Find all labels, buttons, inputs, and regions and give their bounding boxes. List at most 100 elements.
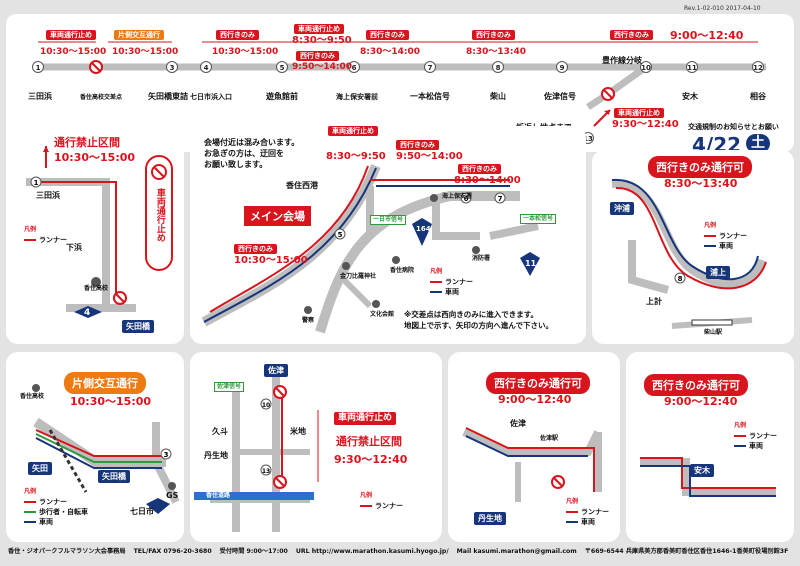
panel-c-title: 西行きのみ通行可 — [648, 156, 752, 178]
segment-time-4: 8:30～9:50 — [292, 35, 352, 46]
legend-title: 凡例 — [360, 492, 373, 499]
legend-runner: ランナー — [581, 507, 609, 516]
place-okinoura: 沖浦 — [610, 202, 634, 215]
panel-closure-west: 1 通行禁止区間 10:30～15:00 車両通行止め 三田浜 下浜 香住高校 … — [6, 126, 184, 344]
node-6: 6 — [352, 64, 357, 72]
panel-alternating: 3 片側交互通行 10:30～15:00 香住高校 矢田 矢田橋 七日市 GS … — [6, 352, 184, 542]
station-5: 遊魚館前 — [266, 92, 298, 101]
place-nanokaichi: 七日市 — [130, 507, 154, 516]
legend-title: 凡例 — [24, 488, 37, 495]
legend-title: 凡例 — [430, 268, 443, 275]
place-nyuji-e: 丹生地 — [204, 451, 228, 460]
panel-westbound-shibayama: 8 西行きのみ通行可 8:30～13:40 沖浦 浦上 上計 柴山駅 凡例 ラン… — [592, 150, 794, 344]
legend-vehicle: 車両 — [581, 517, 595, 526]
panel-f-title: 西行きのみ通行可 — [486, 372, 590, 394]
main-venue-map: 5 6 7 — [201, 164, 540, 334]
main-venue-label: メイン会場 — [244, 206, 311, 226]
legend-title: 凡例 — [566, 498, 579, 505]
place-satsu-f: 佐津 — [510, 419, 526, 428]
station-4: 七日市浜入口 — [190, 93, 232, 101]
legend-e: 凡例 ランナー — [360, 492, 403, 511]
place-kuto: 久斗 — [212, 427, 228, 436]
closure-west-map: 1 — [26, 146, 173, 318]
panel-e-time: 9:30～12:40 — [334, 453, 408, 466]
legend-title: 凡例 — [734, 422, 747, 429]
node-3: 3 — [170, 64, 175, 72]
note-line-1: ※交差点は西向きのみに進入できます。 — [404, 310, 539, 319]
legend-g: 凡例 ランナー 車両 — [734, 422, 777, 451]
notice-line-3: お願い致します。 — [204, 159, 268, 169]
segment-time-1: 10:30～15:00 — [40, 47, 107, 57]
panel-main-venue: 5 6 7 会場付近は混み合います。 お急ぎの方は、迂回を お願い致します。 メ… — [190, 126, 586, 344]
place-yada: 矢田 — [28, 462, 52, 475]
panel-f-time: 9:00～12:40 — [498, 393, 572, 406]
date-weekday: 土 — [746, 134, 770, 154]
svg-text:7: 7 — [498, 195, 503, 203]
place-police: 警察 — [302, 317, 315, 324]
place-yadabashi: 矢田橋 — [122, 320, 154, 333]
segment-badge-3: 西行きのみ — [216, 30, 259, 41]
place-kasumi-high-d: 香住高校 — [20, 393, 45, 400]
legend-vehicle: 車両 — [719, 241, 733, 250]
footer-hours: 受付時間 9:00～17:00 — [219, 548, 288, 555]
station-12: 相谷 — [750, 92, 766, 101]
place-nyuji-f: 丹生地 — [474, 512, 506, 525]
segment-badge-1: 車両通行止め — [46, 30, 96, 41]
alternating-map: 3 — [32, 384, 180, 514]
segment-time-3: 10:30～15:00 — [212, 47, 279, 57]
place-hospital: 香住病院 — [390, 267, 415, 274]
station-10: 豊作線分岐 — [602, 56, 642, 65]
legend-vehicle: 車両 — [445, 287, 459, 296]
panel-westbound-satsu: 西行きのみ通行可 9:00～12:40 佐津 佐津駅 丹生地 凡例 ランナー 車… — [448, 352, 620, 542]
closure-satsu-map: 10 13 — [194, 372, 319, 532]
segment-time-5: 9:50～14:00 — [292, 62, 353, 72]
svg-text:8: 8 — [678, 275, 683, 283]
legend-c: 凡例 ランナー 車両 — [704, 222, 747, 251]
segment-badge-2: 片側交互通行 — [114, 30, 164, 41]
place-yadabashi-d: 矢田橋 — [98, 470, 130, 483]
legend-vehicle: 車両 — [39, 517, 53, 526]
place-culture-hall: 文化会館 — [370, 311, 395, 318]
notice-line-1: 会場付近は混み合います。 — [204, 138, 300, 147]
panel-d-time: 10:30～15:00 — [70, 395, 152, 408]
road-hitoichi: 一日市信号 — [370, 215, 407, 225]
node-7: 7 — [428, 64, 433, 72]
venue-time-1: 8:30～9:50 — [326, 151, 386, 162]
road-kasumi-route: 香住道路 — [206, 492, 231, 499]
venue-badge-4: 西行きのみ — [234, 244, 277, 255]
legend-runner: ランナー — [445, 277, 473, 286]
segment-badge-5: 西行きのみ — [296, 51, 339, 62]
node-1: 1 — [36, 64, 41, 72]
svg-text:1: 1 — [34, 179, 39, 187]
road-satsu-signal: 佐津信号 — [214, 382, 245, 392]
panel-c-time: 8:30～13:40 — [664, 177, 738, 190]
segment-badge-6: 西行きのみ — [366, 30, 409, 41]
route-164: 164 — [416, 225, 431, 233]
panel-closure-satsu: 10 13 佐津 佐津信号 久斗 米地 丹生地 香住道路 車両通行止め 通行禁止… — [190, 352, 442, 542]
footer-tel: TEL/FAX 0796-20-3680 — [133, 548, 212, 555]
node-4: 4 — [204, 64, 209, 72]
road-ipponmatsu: 一本松信号 — [520, 214, 557, 224]
footer-address: 〒669-6544 兵庫県美方郡香美町香住区香住1646-1香美町役場別館3F — [584, 548, 789, 555]
place-shimohama: 下浜 — [66, 243, 82, 252]
panel-a-time: 10:30～15:00 — [54, 151, 136, 164]
place-satsu-e: 佐津 — [264, 364, 288, 377]
place-kasumi-nishiko: 香住西港 — [286, 181, 318, 190]
svg-text:5: 5 — [338, 231, 343, 239]
place-mitahama: 三田浜 — [36, 191, 60, 200]
legend-runner: ランナー — [39, 497, 67, 506]
legend-d: 凡例 ランナー 歩行者・自転車 車両 — [24, 488, 88, 527]
panel-e-title2: 通行禁止区間 — [336, 435, 402, 448]
place-fire-station: 消防署 — [472, 255, 491, 262]
venue-time-3: 8:30～14:00 — [454, 175, 521, 186]
place-uraue: 浦上 — [706, 266, 730, 279]
node-9: 9 — [560, 64, 565, 72]
route-11: 11 — [525, 259, 537, 268]
segment-time-8: 9:00～12:40 — [670, 29, 744, 42]
place-coast-guard: 海上保安署 — [442, 193, 473, 200]
node-8: 8 — [496, 64, 501, 72]
note-line-2: 地図上で示す、矢印の方向へ進んで下さい。 — [404, 320, 554, 330]
place-satsu-station: 佐津駅 — [540, 435, 559, 442]
intersection-note: ※交差点は西向きのみに進入できます。 地図上で示す、矢印の方向へ進んで下さい。 — [404, 310, 553, 331]
revision-label: Rev.1-02-010 2017-04-10 — [684, 5, 761, 12]
